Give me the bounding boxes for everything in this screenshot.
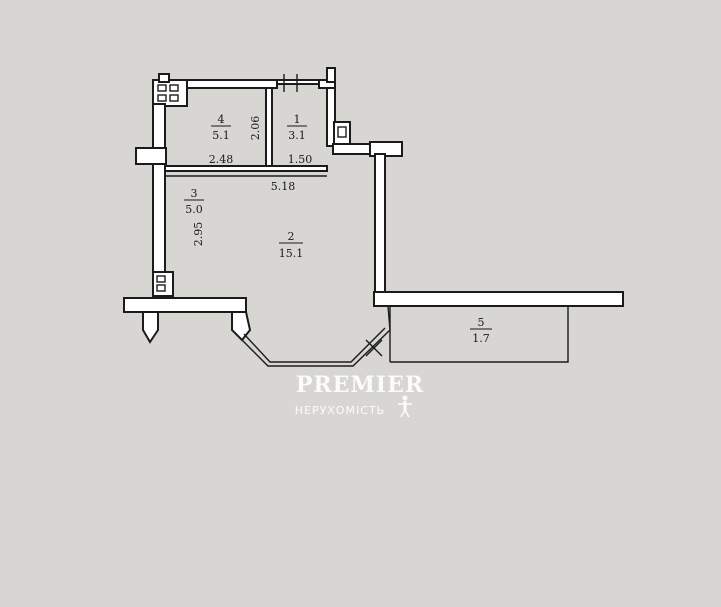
vent-cell (337, 126, 347, 138)
watermark-subtitle: НЕРУХОМІСТЬ (295, 404, 385, 417)
bay-window-inner (243, 327, 386, 363)
walls (123, 67, 624, 344)
room-number: 2 (288, 230, 295, 243)
room-label-1: 1 3.1 (287, 113, 307, 142)
vent-block-top (152, 79, 188, 107)
wall-left (152, 103, 166, 273)
vent-cap (158, 73, 170, 83)
wall-bottom-left (123, 297, 247, 313)
watermark-title: PREMIER (296, 372, 424, 398)
room-area: 5.0 (185, 203, 203, 216)
room-number: 1 (294, 113, 301, 126)
door-mark (365, 339, 383, 357)
room-area: 15.1 (279, 247, 304, 260)
bay-left-stub (231, 311, 252, 342)
vent-cell (157, 84, 167, 92)
room-label-2: 2 15.1 (279, 230, 304, 260)
vent-cell (169, 84, 179, 92)
wall-partition (164, 165, 328, 172)
room-number: 3 (191, 187, 198, 200)
wall-divider-4-1 (265, 87, 273, 169)
vent-block-right (333, 121, 351, 145)
dimension-room1-width: 1.50 (288, 153, 313, 166)
premier-watermark-logo: PREMIER НЕРУХОМІСТЬ (295, 372, 424, 418)
person-icon (398, 395, 412, 418)
dimension-room4-width: 2.48 (209, 153, 234, 166)
wall-bottom-left-stub (142, 311, 159, 344)
wall-left-pier (135, 147, 167, 165)
wall-right-room1 (326, 87, 336, 147)
dimension-room3-height: 2.95 (192, 222, 205, 247)
wall-upper-right (332, 143, 374, 155)
room-label-5: 5 1.7 (470, 316, 492, 345)
room-area: 1.7 (472, 332, 490, 345)
room-label-4: 4 5.1 (211, 113, 231, 142)
vent-cell (169, 94, 179, 102)
wall-top-stub (326, 67, 336, 83)
room-area: 3.1 (288, 129, 306, 142)
dimension-hall-width: 5.18 (271, 180, 296, 193)
vent-cell (157, 94, 167, 102)
vent-cell (156, 284, 166, 292)
balcony-slab (373, 291, 624, 307)
wall-right (374, 153, 386, 295)
dimension-room4-height: 2.06 (249, 116, 262, 141)
vent-block-bottom (152, 271, 174, 297)
room-area: 5.1 (212, 129, 230, 142)
vent-cell (156, 275, 166, 283)
room-number: 5 (478, 316, 485, 329)
balcony-outline (390, 306, 569, 363)
room-number: 4 (218, 113, 225, 126)
room-label-3: 3 5.0 (184, 187, 204, 216)
